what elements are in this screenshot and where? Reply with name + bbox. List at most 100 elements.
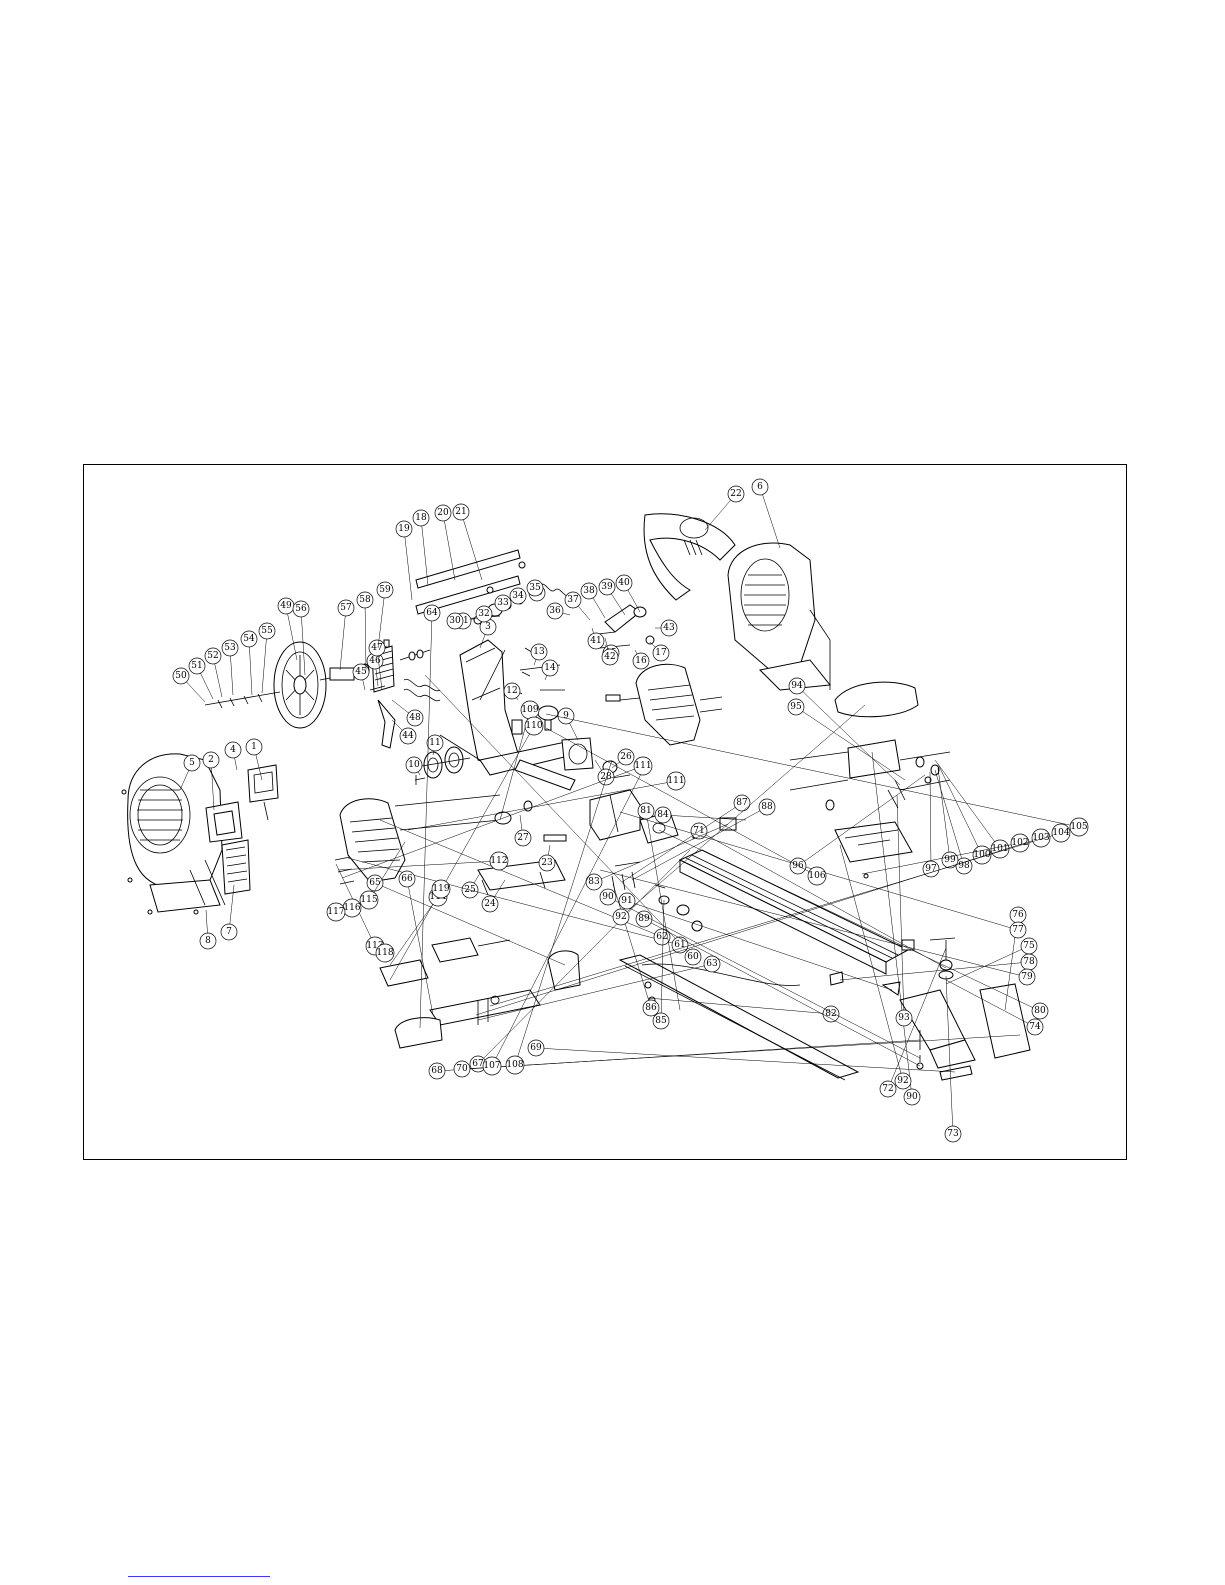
callout-label-81: 81 (640, 806, 651, 816)
callout-label-27: 27 (517, 833, 529, 843)
callout-label-87: 87 (736, 798, 748, 808)
callout-bubble (489, 851, 509, 871)
callout-bubble (423, 604, 441, 622)
callout-label-67: 67 (472, 1059, 484, 1069)
callout-bubble (398, 870, 416, 888)
callout-bubble (352, 663, 370, 681)
callout-bubble (598, 578, 616, 596)
callout-label-107: 107 (483, 1061, 500, 1071)
callout-bubble (601, 648, 619, 666)
callout-bubble (412, 509, 430, 527)
callout-label-58: 58 (359, 595, 371, 605)
callout-leader (887, 947, 947, 1090)
callout-bubble (789, 857, 807, 875)
callout-label-59: 59 (379, 585, 391, 595)
callout-label-110: 110 (525, 721, 542, 731)
callout-bubble (481, 895, 499, 913)
lower-rail (618, 954, 860, 1081)
callout-bubble (635, 910, 653, 928)
callout-leader (643, 918, 921, 1067)
callout-bubble (580, 582, 598, 600)
callout-label-91: 91 (621, 896, 632, 906)
callout-label-94: 94 (791, 681, 803, 691)
callout-label-5: 5 (189, 758, 195, 768)
callout-bubble (337, 599, 355, 617)
callout-leader (285, 605, 298, 661)
callout-bubble (245, 738, 263, 756)
callout-label-10: 10 (408, 760, 420, 770)
callout-label-118: 118 (376, 948, 393, 958)
callout-leader (621, 802, 743, 883)
callout-leader (460, 511, 483, 581)
right-fan-housing (727, 542, 831, 691)
callout-leader (861, 842, 1021, 875)
callout-label-47: 47 (371, 643, 383, 653)
callout-label-116: 116 (343, 903, 360, 913)
callout-bubble (188, 657, 206, 675)
callout-leader (620, 704, 866, 918)
console-panels (205, 764, 279, 895)
callout-label-101: 101 (991, 844, 1008, 854)
callout-leader (612, 883, 652, 1009)
top-rails (415, 549, 526, 615)
callout-label-104: 104 (1052, 828, 1069, 838)
callout-label-12: 12 (506, 686, 517, 696)
callout-labels: 1234567891011121314151617181920212122232… (172, 478, 1089, 1143)
callout-bubble (617, 748, 635, 766)
callout-label-96: 96 (792, 861, 804, 871)
callout-label-18: 18 (415, 513, 427, 523)
callout-bubble (434, 504, 452, 522)
callout-bubble (557, 707, 575, 725)
callout-label-99: 99 (944, 855, 956, 865)
callout-label-83: 83 (588, 877, 600, 887)
callout-label-63: 63 (706, 959, 718, 969)
callout-leader (368, 841, 406, 901)
callout-bubble (653, 928, 671, 946)
callout-label-19: 19 (398, 524, 410, 534)
callout-bubble (733, 794, 751, 812)
callout-label-46: 46 (369, 656, 381, 666)
callout-bubble (399, 727, 417, 745)
callout-label-76: 76 (1012, 910, 1024, 920)
callout-leader (631, 806, 768, 881)
callout-leader (489, 832, 1062, 1007)
callout-leader (406, 878, 434, 1016)
callout-label-60: 60 (687, 952, 699, 962)
callout-label-3: 3 (485, 622, 491, 632)
callout-bubble (376, 581, 394, 599)
left-footrest (339, 794, 501, 883)
callout-label-100: 100 (973, 850, 990, 860)
callout-bubble (202, 751, 220, 769)
callout-label-97: 97 (925, 864, 937, 874)
callout-label-105: 105 (1070, 822, 1087, 832)
callout-bubble (972, 845, 992, 865)
callout-leader (896, 794, 905, 1019)
callout-leader (839, 844, 904, 1082)
callout-bubble (751, 478, 769, 496)
callout-leader (491, 765, 646, 1067)
left-fan-housing (127, 753, 226, 913)
callout-bubble (359, 890, 379, 910)
callout-bubble (509, 587, 527, 605)
callout-leader (945, 945, 1030, 985)
callout-leader (442, 512, 456, 581)
callout-bubble (326, 902, 346, 922)
callout-label-92: 92 (615, 912, 626, 922)
callout-bubble (758, 798, 776, 816)
callout-leader (647, 997, 832, 1015)
callout-leader (759, 486, 781, 549)
callout-leader (934, 759, 1001, 850)
callout-bubble (366, 874, 384, 892)
callout-bubble (405, 756, 423, 774)
callout-bubble (1051, 823, 1071, 843)
callout-label-41: 41 (590, 636, 601, 646)
callout-leader (658, 829, 1041, 1012)
callout-label-39: 39 (601, 582, 613, 592)
callout-label-7: 7 (226, 927, 232, 937)
callout-bubble (453, 1060, 471, 1078)
callout-leader (389, 896, 439, 966)
callout-bubble (654, 806, 672, 824)
callout-label-88: 88 (761, 802, 773, 812)
callout-leader (545, 713, 1080, 828)
callout-bubble (1031, 1002, 1049, 1020)
